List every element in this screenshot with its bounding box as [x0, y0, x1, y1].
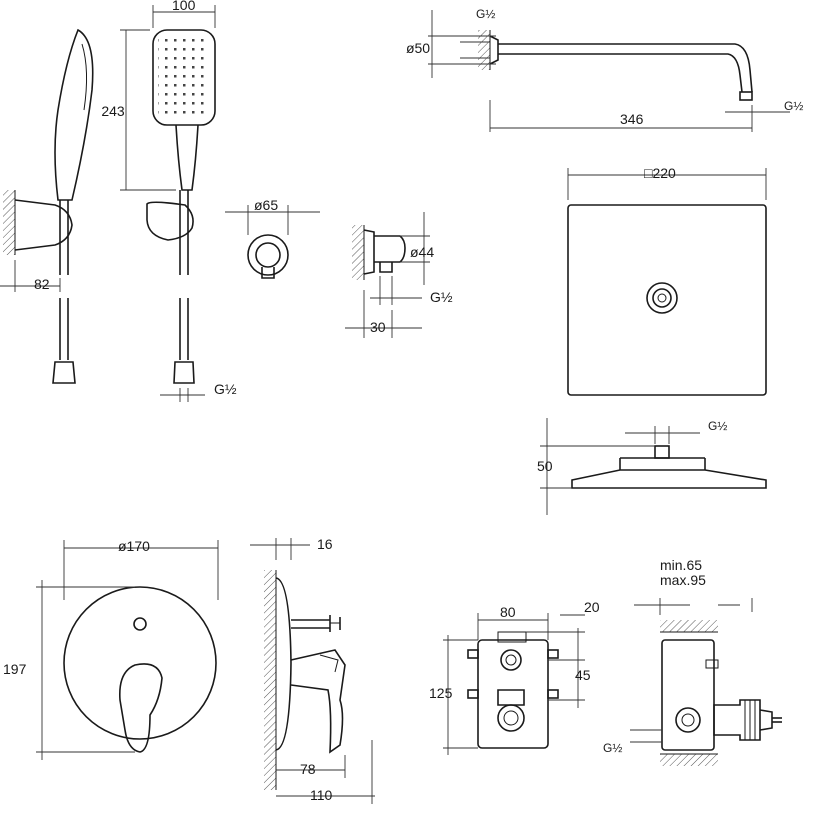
arm-inlet-thread-label: G½	[476, 7, 495, 21]
outlet-thread-label: G½	[430, 289, 453, 305]
lever-projection-label: 78	[300, 761, 316, 777]
shower-arm	[428, 10, 790, 132]
wall-outlet-side	[345, 212, 430, 338]
shower-head-side-view	[540, 418, 767, 515]
head-thread-label: G½	[708, 419, 727, 433]
arm-length-label: 346	[620, 111, 644, 127]
shower-head-top-view	[567, 168, 767, 396]
handshower-height-label: 243	[101, 103, 125, 119]
handshower-width-label: 100	[172, 0, 196, 13]
install-depth-max-label: max.95	[660, 572, 706, 588]
box-width-label: 80	[500, 604, 516, 620]
handshower-front-view	[120, 5, 216, 402]
body-thread-label: G½	[603, 741, 622, 755]
install-depth-min-label: min.65	[660, 557, 702, 573]
handshower-thread-label: G½	[214, 381, 237, 397]
concealed-box-front	[443, 613, 585, 755]
box-height-label: 125	[429, 685, 453, 701]
outlet-rosette-dia-label: ø65	[254, 197, 278, 213]
outlet-depth-label: 30	[370, 319, 386, 335]
plate-thickness-label: 16	[317, 536, 333, 552]
arm-outlet-thread-label: G½	[784, 99, 803, 113]
plate-height-label: 197	[3, 661, 27, 677]
arm-dia-label: ø50	[406, 40, 430, 56]
head-height-label: 50	[537, 458, 553, 474]
head-size-label: □220	[644, 165, 676, 181]
total-projection-label: 110	[310, 787, 333, 803]
plate-dia-label: ø170	[118, 538, 150, 554]
mixer-plate-side	[250, 538, 375, 804]
box-outlet-label: 45	[575, 667, 591, 683]
holder-projection-label: 82	[34, 276, 50, 292]
handshower-side-view	[0, 28, 94, 384]
wall-outlet-front	[225, 205, 320, 279]
mixer-plate-front	[36, 540, 219, 760]
box-offset-label: 20	[584, 599, 600, 615]
outlet-dia-label: ø44	[410, 244, 434, 260]
concealed-box-side	[630, 598, 782, 766]
